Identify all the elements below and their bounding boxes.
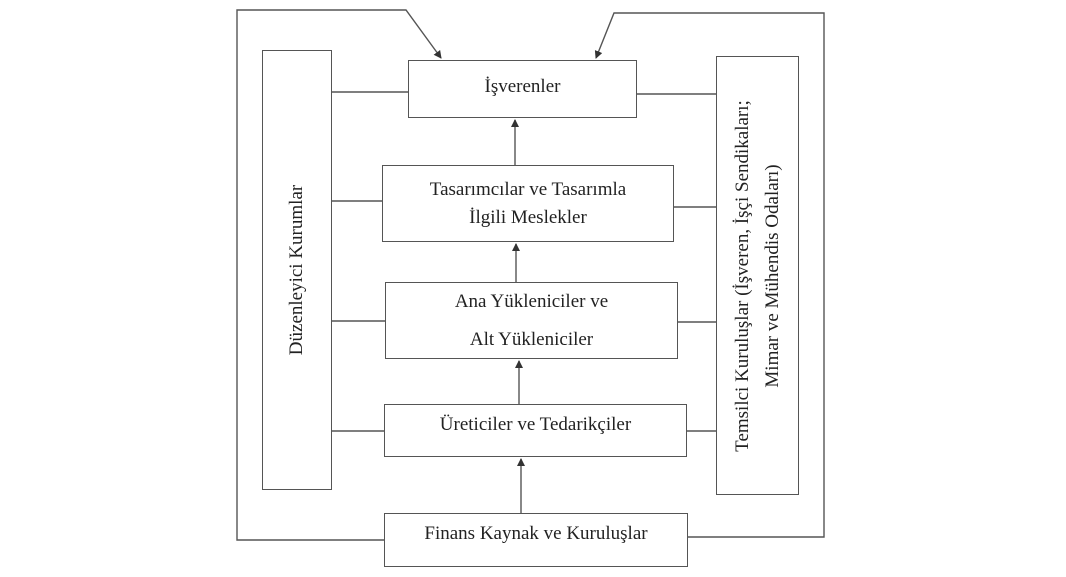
node-finance: Finans Kaynak ve Kuruluşlar	[384, 513, 688, 567]
node-representatives-line2: Mimar ve Mühendis Odaları)	[761, 163, 783, 388]
node-designers-line1: Tasarımcılar ve Tasarımla	[429, 178, 627, 200]
node-representatives-line1: Temsilci Kuruluşlar (İşveren, İşçi Sendi…	[731, 99, 753, 452]
loop-left-connector	[236, 9, 442, 541]
node-regulators: Düzenleyici Kurumlar	[262, 50, 332, 490]
node-producers: Üreticiler ve Tedarikçiler	[384, 404, 687, 457]
node-finance-label: Finans Kaynak ve Kuruluşlar	[424, 523, 648, 544]
node-employers-label: İşverenler	[484, 76, 561, 97]
node-representatives: Temsilci Kuruluşlar (İşveren, İşçi Sendi…	[716, 56, 799, 495]
node-designers-line2: İlgili Meslekler	[469, 206, 587, 228]
node-producers-label: Üreticiler ve Tedarikçiler	[439, 414, 632, 435]
node-employers: İşverenler	[408, 60, 637, 118]
node-contractors-line2: Alt Yükleniciler	[469, 328, 594, 350]
node-designers: Tasarımcılar ve Tasarımla İlgili Meslekl…	[382, 165, 674, 242]
loop-right-connector	[594, 12, 825, 538]
node-contractors: Ana Yükleniciler ve Alt Yükleniciler	[385, 282, 678, 359]
node-regulators-label: Düzenleyici Kurumlar	[286, 184, 307, 356]
node-contractors-line1: Ana Yükleniciler ve	[454, 290, 609, 312]
node-representatives-text: Temsilci Kuruluşlar (İşveren, İşçi Sendi…	[728, 100, 788, 452]
